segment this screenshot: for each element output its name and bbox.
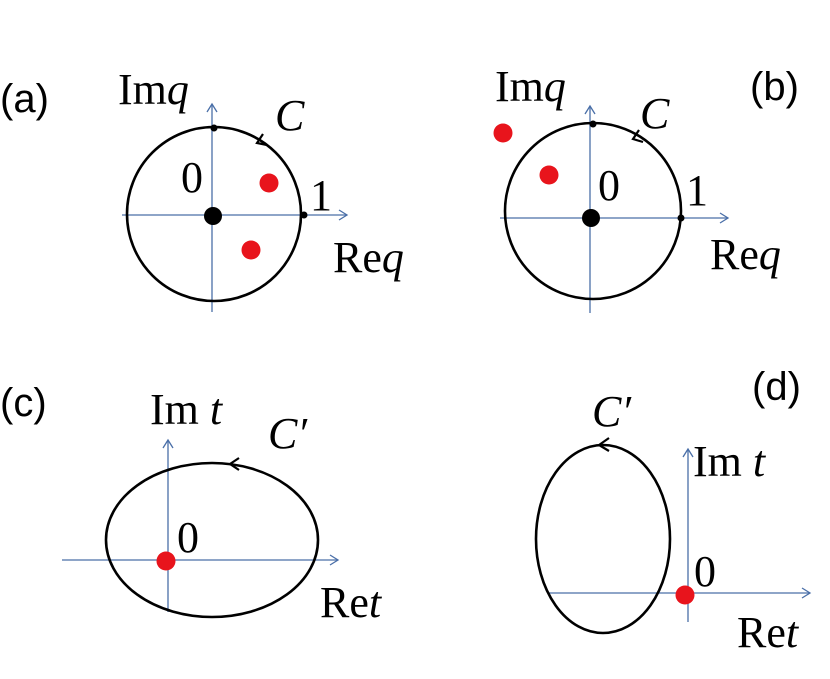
- panel-c-contour-label: C′: [268, 409, 308, 458]
- panel-d-contour-label: C′: [592, 387, 632, 436]
- panel-a-origin-point: [204, 207, 222, 225]
- panel-b-pole-outer: [493, 123, 513, 143]
- panel-b: (b) Imq C 0 1 Req: [493, 62, 799, 313]
- panel-a-im-intercept: [210, 124, 218, 132]
- panel-b-pole-inner: [539, 165, 559, 185]
- panel-b-im-label: Imq: [495, 62, 566, 111]
- panel-a-re-intercept: [300, 211, 308, 219]
- panel-a-re-axis-arrow: [338, 209, 349, 221]
- panel-a-im-axis-arrow: [206, 102, 218, 113]
- panel-a-origin-label: 0: [181, 153, 203, 202]
- panel-b-im-intercept: [589, 120, 597, 128]
- panel-b-origin-label: 0: [598, 161, 620, 210]
- panel-a-unit-label: 1: [310, 171, 332, 220]
- panel-c-re-label: Ret: [320, 578, 383, 627]
- panel-a-re-label: Req: [333, 233, 404, 282]
- panel-c-contour: [104, 461, 320, 619]
- panel-a-pole-lower: [241, 240, 261, 260]
- panel-a-contour-arrow: [255, 133, 268, 147]
- panel-d: (d) Im t C′ 0 Ret: [534, 365, 812, 657]
- panel-b-re-intercept: [677, 214, 685, 222]
- panel-d-im-axis-arrow: [682, 447, 694, 458]
- panel-c-re-axis-arrow: [329, 554, 340, 566]
- panel-d-im-label: Im t: [693, 437, 767, 486]
- panel-b-origin-point: [582, 209, 600, 227]
- panel-a-label: (a): [0, 77, 49, 121]
- panel-d-re-axis-arrow: [801, 587, 812, 599]
- panel-b-label: (b): [750, 65, 799, 109]
- panel-b-contour-arrow: [631, 129, 644, 144]
- panel-a-pole-upper: [259, 173, 279, 193]
- panel-d-contour: [534, 443, 672, 635]
- panel-c-origin-label: 0: [177, 513, 199, 562]
- panel-a-contour-label: C: [275, 91, 305, 140]
- panel-c-im-label: Im t: [150, 385, 224, 434]
- panel-a: (a) Imq C 0 1 Req: [0, 65, 404, 312]
- panel-d-re-label: Ret: [737, 608, 800, 657]
- panel-c-pole-origin: [156, 551, 176, 571]
- panel-d-contour-arrow: [596, 437, 610, 452]
- panel-c: (c) Im t C′ 0 Ret: [0, 381, 383, 627]
- panel-a-im-label: Imq: [118, 65, 189, 114]
- panel-d-label: (d): [752, 365, 801, 409]
- panel-c-contour-arrow: [228, 457, 240, 471]
- panel-b-re-label: Req: [710, 230, 781, 279]
- panel-b-re-axis-arrow: [719, 212, 730, 224]
- panel-b-contour-label: C: [640, 89, 670, 138]
- panel-d-origin-label: 0: [694, 547, 716, 596]
- panel-b-im-axis-arrow: [584, 104, 596, 115]
- panel-d-pole-origin: [675, 585, 695, 605]
- panel-c-label: (c): [0, 381, 47, 425]
- panel-b-unit-label: 1: [686, 166, 708, 215]
- panel-c-im-axis-arrow: [162, 438, 174, 449]
